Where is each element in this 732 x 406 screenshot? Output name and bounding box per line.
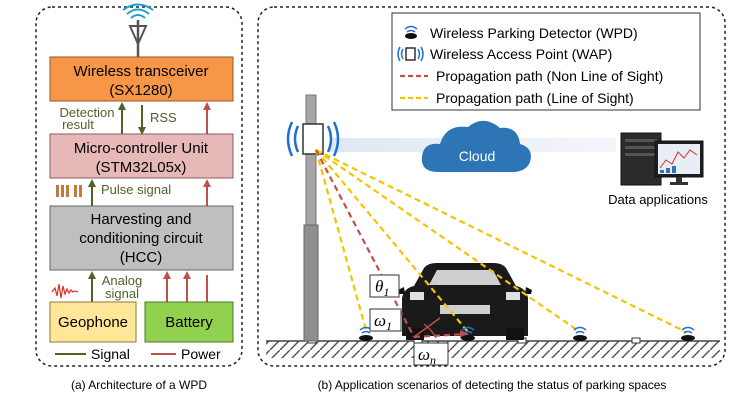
- legend-wap-label: Wireless Access Point (WAP): [430, 46, 612, 62]
- cloud-label: Cloud: [459, 148, 496, 164]
- result-label: result: [62, 117, 94, 132]
- mcu-block: [49, 133, 234, 179]
- analog-label: Analog: [102, 273, 142, 288]
- legend-wpd-label: Wireless Parking Detector (WPD): [430, 25, 638, 41]
- ground: [266, 341, 720, 358]
- nlos-reflection: [413, 317, 441, 338]
- omega-arc: [423, 323, 437, 339]
- wpd-icon: [681, 326, 695, 341]
- mcu-line1: Micro-controller Unit: [74, 140, 209, 157]
- transceiver-line1: Wireless transceiver: [73, 63, 208, 80]
- los-paths: [314, 149, 687, 333]
- caption-b: (b) Application scenarios of detecting t…: [318, 378, 667, 392]
- battery-label: Battery: [165, 314, 213, 331]
- omega1-box: [369, 308, 402, 332]
- nlos-path: [315, 149, 469, 339]
- pole-base: [303, 224, 319, 342]
- legend-wpd-icon: [404, 25, 418, 39]
- detection-label: Detection: [60, 105, 115, 120]
- cloud-icon: [421, 120, 531, 172]
- legend-nlos-label: Propagation path (Non Line of Sight): [436, 68, 663, 84]
- transceiver-line2: (SX1280): [109, 82, 172, 99]
- geophone-label: Geophone: [58, 314, 128, 331]
- mcu-line2: (STM32L05x): [96, 159, 187, 176]
- geophone-block: [49, 301, 137, 343]
- transceiver-block: [49, 56, 234, 102]
- wpd-icon: [461, 326, 475, 341]
- omegan-box: [413, 342, 449, 366]
- legend-los-label: Propagation path (Line of Sight): [436, 90, 634, 106]
- battery-block: [144, 301, 234, 343]
- omegan-label: ωn: [418, 345, 436, 367]
- car-icon: [398, 263, 532, 340]
- data-applications-icon: [620, 132, 704, 186]
- caption-a: (a) Architecture of a WPD: [71, 378, 207, 392]
- hcc-line3: (HCC): [120, 249, 163, 266]
- omega1-label: ω1: [374, 311, 392, 333]
- panel-b-frame: [257, 6, 726, 367]
- wap-icon: [286, 121, 340, 157]
- wpd-sensors: [359, 326, 695, 341]
- signal-legend-label: Signal: [91, 346, 130, 362]
- legend-b-box: [391, 12, 701, 111]
- rss-label: RSS: [150, 110, 177, 125]
- pulse-label: Pulse signal: [101, 182, 171, 197]
- analog-waveform-icon: [51, 283, 79, 299]
- hcc-line1: Harvesting and: [91, 211, 192, 228]
- theta1-box: [369, 274, 400, 298]
- legend-wap-icon: [397, 46, 424, 62]
- panel-a-frame: [35, 6, 243, 367]
- hcc-block: [49, 205, 234, 271]
- theta1-label: θ1: [375, 277, 389, 299]
- wpd-icon: [573, 326, 587, 341]
- analog-signal-label: signal: [105, 286, 139, 301]
- hcc-line2: conditioning circuit: [79, 230, 203, 247]
- pulse-signal-icon: [56, 185, 82, 197]
- data-applications-label: Data applications: [608, 192, 708, 207]
- power-legend-label: Power: [181, 346, 221, 362]
- antenna-icon: [122, 3, 154, 57]
